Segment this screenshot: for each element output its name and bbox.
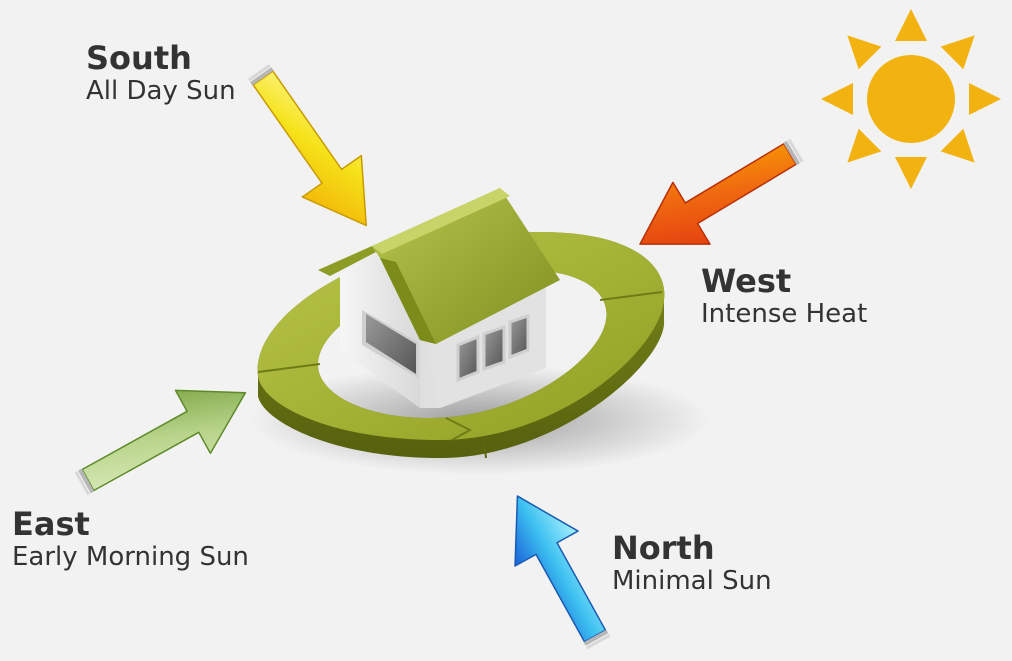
- south-description: All Day Sun: [86, 75, 236, 106]
- house-icon: [318, 188, 560, 408]
- west-arrow: [639, 138, 804, 245]
- south-arrow: [247, 63, 367, 227]
- west-label: West Intense Heat: [701, 263, 867, 330]
- south-label: South All Day Sun: [86, 40, 236, 107]
- sun-icon: [821, 9, 1001, 189]
- east-description: Early Morning Sun: [12, 541, 249, 572]
- south-heading: South: [86, 39, 192, 77]
- north-label: North Minimal Sun: [612, 530, 772, 597]
- north-heading: North: [612, 529, 715, 567]
- north-arrow: [514, 495, 611, 650]
- west-heading: West: [701, 262, 792, 300]
- east-heading: East: [12, 505, 90, 543]
- east-label: East Early Morning Sun: [12, 506, 249, 573]
- north-description: Minimal Sun: [612, 565, 772, 596]
- east-arrow: [74, 389, 247, 496]
- west-description: Intense Heat: [701, 298, 868, 329]
